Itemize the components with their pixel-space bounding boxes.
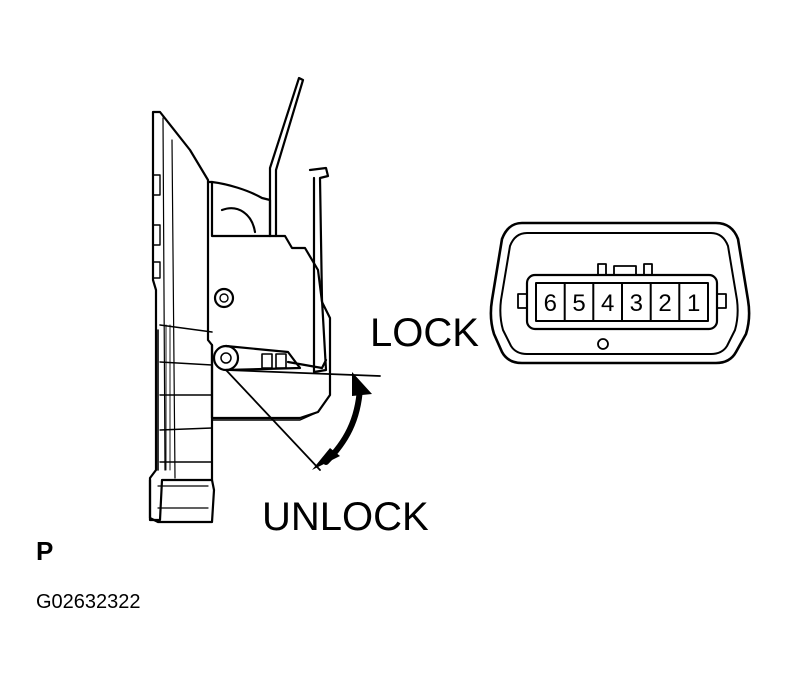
lock-unlock-indicator [225,369,381,471]
unlock-label: UNLOCK [262,495,429,539]
arrow-head-unlock [312,448,340,470]
lock-label: LOCK [370,311,479,355]
connector-face [489,221,751,365]
arrow-head-lock [352,372,372,396]
pin-number: 5 [572,290,585,317]
pin-number: 3 [630,290,643,317]
pin-number: 1 [687,290,700,317]
figure-code-label: G02632322 [36,591,141,613]
connector-pin-numbers: 6 5 4 3 2 1 [544,290,701,317]
pin-number: 6 [544,290,557,317]
lock-position-line [225,369,381,377]
view-letter-label: P [36,536,53,566]
pin-number: 2 [658,290,671,317]
door-lock-actuator [148,76,332,524]
pin-number: 4 [601,290,614,317]
unlock-position-line [225,369,321,471]
